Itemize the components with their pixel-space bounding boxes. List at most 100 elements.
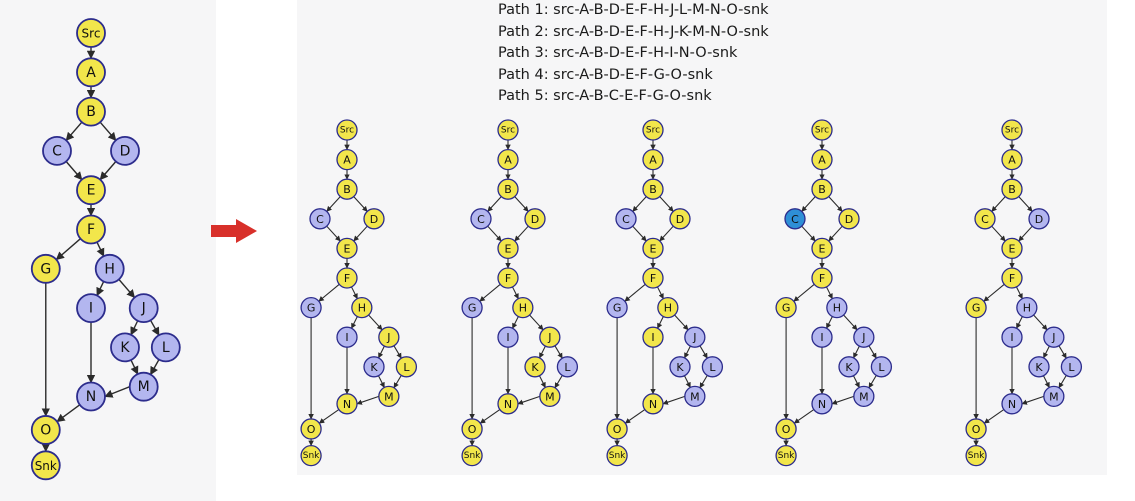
edge-f-g [793, 283, 815, 302]
node-e: E [642, 237, 664, 260]
node-j-circle [1043, 326, 1065, 348]
node-h: H [512, 296, 534, 319]
path-2-text: Path 2: src-A-B-D-E-F-H-J-K-M-N-O-snk [498, 23, 769, 40]
node-g-circle [606, 296, 628, 319]
node-m-circle [539, 385, 561, 408]
edge-n-o [983, 409, 1005, 424]
node-b-circle [76, 96, 106, 127]
node-c: C [470, 208, 492, 230]
node-d: D [1028, 208, 1050, 230]
edge-l-m [1058, 375, 1067, 389]
node-b-label: B [343, 183, 351, 196]
node-b-label: B [86, 104, 96, 120]
edge-m-n [662, 395, 686, 405]
node-c-circle [974, 208, 996, 230]
node-l: L [701, 356, 724, 378]
node-o-circle [775, 418, 797, 440]
edge-m-n [356, 395, 380, 405]
node-src-label: Src [646, 126, 660, 136]
node-e-circle [76, 175, 106, 206]
node-d-circle [363, 208, 385, 230]
node-d-label: D [370, 213, 378, 226]
edge-b-d [353, 196, 368, 212]
node-k-label: K [1035, 361, 1043, 374]
node-f-circle [811, 267, 833, 289]
node-n: N [336, 393, 358, 415]
node-c-circle [42, 135, 72, 166]
edge-l-m [699, 375, 708, 389]
node-f: F [336, 267, 358, 289]
node-e-circle [642, 237, 664, 260]
node-b: B [336, 178, 358, 200]
node-e: E [811, 237, 833, 260]
node-l-label: L [162, 340, 170, 356]
node-o: O [606, 418, 628, 440]
paths-list: Path 1: src-A-B-D-E-F-H-J-L-M-N-O-snk Pa… [498, 0, 769, 108]
node-m: M [1043, 385, 1065, 408]
node-i-circle [336, 326, 358, 348]
node-n-circle [642, 393, 664, 415]
edge-k-m [130, 359, 139, 375]
node-m: M [684, 385, 706, 408]
node-j-label: J [692, 331, 696, 344]
edge-c-e [65, 161, 83, 181]
edge-j-k [683, 345, 691, 359]
node-e-circle [811, 237, 833, 260]
node-e: E [336, 237, 358, 260]
node-a-label: A [1008, 154, 1016, 167]
edge-b-d [1018, 196, 1033, 212]
node-g-circle [775, 296, 797, 319]
edge-n-o [318, 409, 340, 424]
node-g-label: G [307, 302, 316, 315]
node-l-label: L [564, 361, 571, 374]
node-o-label: O [613, 423, 622, 436]
node-m-circle [128, 371, 159, 402]
node-f: F [497, 267, 519, 289]
node-m-label: M [859, 390, 869, 403]
node-snk: Snk [775, 444, 797, 467]
node-i: I [811, 326, 833, 348]
node-snk-circle [965, 444, 987, 467]
node-snk-circle [606, 444, 628, 467]
node-k: K [524, 356, 546, 378]
edge-b-d [659, 196, 674, 212]
edge-f-h [656, 286, 664, 300]
node-h: H [94, 253, 125, 284]
edge-j-l [554, 345, 563, 359]
node-h-label: H [1023, 302, 1031, 315]
node-h-label: H [664, 302, 672, 315]
node-i-circle [642, 326, 664, 348]
node-m-circle [378, 385, 400, 408]
node-e-label: E [505, 242, 512, 255]
node-n: N [642, 393, 664, 415]
node-o-circle [965, 418, 987, 440]
node-d-circle [669, 208, 691, 230]
edge-f-g [318, 283, 340, 302]
node-n-label: N [649, 398, 657, 411]
edge-n-o [624, 409, 646, 424]
node-k-circle [838, 356, 860, 378]
node-k-label: K [531, 361, 539, 374]
node-k: K [363, 356, 385, 378]
node-h-circle [94, 253, 125, 284]
node-e-label: E [1009, 242, 1016, 255]
node-h-label: H [519, 302, 527, 315]
node-l: L [1060, 356, 1083, 378]
node-d-label: D [1035, 213, 1043, 226]
node-snk: Snk [300, 444, 322, 467]
node-f-label: F [819, 272, 825, 285]
node-a: A [1001, 148, 1023, 171]
node-d: D [838, 208, 860, 230]
node-a-circle [642, 148, 664, 171]
edge-b-d [99, 121, 117, 141]
edge-j-l [868, 345, 877, 359]
node-n-label: N [504, 398, 512, 411]
node-src-circle [642, 119, 664, 141]
node-d-circle [838, 208, 860, 230]
node-l-circle [1060, 356, 1083, 378]
node-c-label: C [791, 213, 799, 226]
node-k: K [1028, 356, 1050, 378]
node-c-circle [470, 208, 492, 230]
node-l-circle [150, 332, 181, 363]
